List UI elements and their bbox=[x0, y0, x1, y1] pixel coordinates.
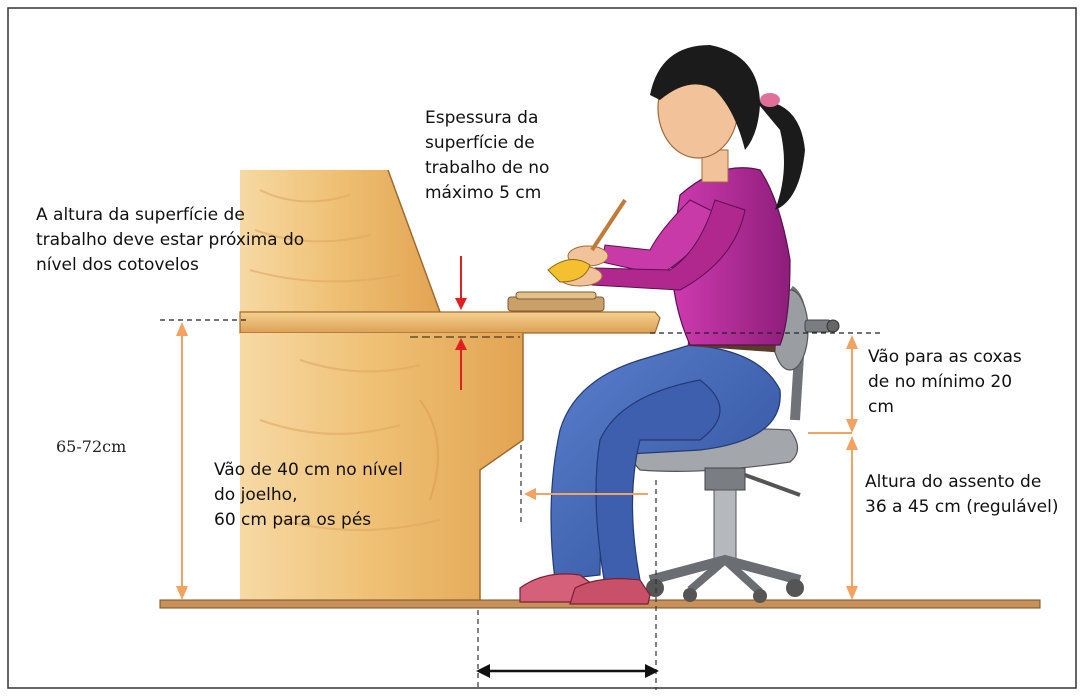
desk-height-arrow-head-bottom bbox=[176, 586, 188, 600]
measurements bbox=[160, 256, 880, 690]
border bbox=[7, 7, 1077, 689]
work-plate bbox=[507, 291, 605, 312]
seat-height-label: Altura do assento de 36 a 45 cm (reguláv… bbox=[865, 472, 1059, 517]
desk-height-arrow-head-top bbox=[176, 322, 188, 336]
surface-thickness-label: Espessura da superfície de trabalho de n… bbox=[425, 108, 550, 203]
work-surface-height-label: A altura da superfície de trabalho deve … bbox=[36, 205, 305, 275]
knee-clearance-label: Vão de 40 cm no nível do joelho, 60 cm p… bbox=[214, 460, 403, 530]
thigh-clearance-label: Vão para as coxas de no mínimo 20 cm bbox=[868, 347, 1022, 417]
seated-person bbox=[519, 45, 805, 605]
desk-height-range-label: 65-72cm bbox=[56, 437, 127, 456]
desk bbox=[239, 169, 661, 600]
